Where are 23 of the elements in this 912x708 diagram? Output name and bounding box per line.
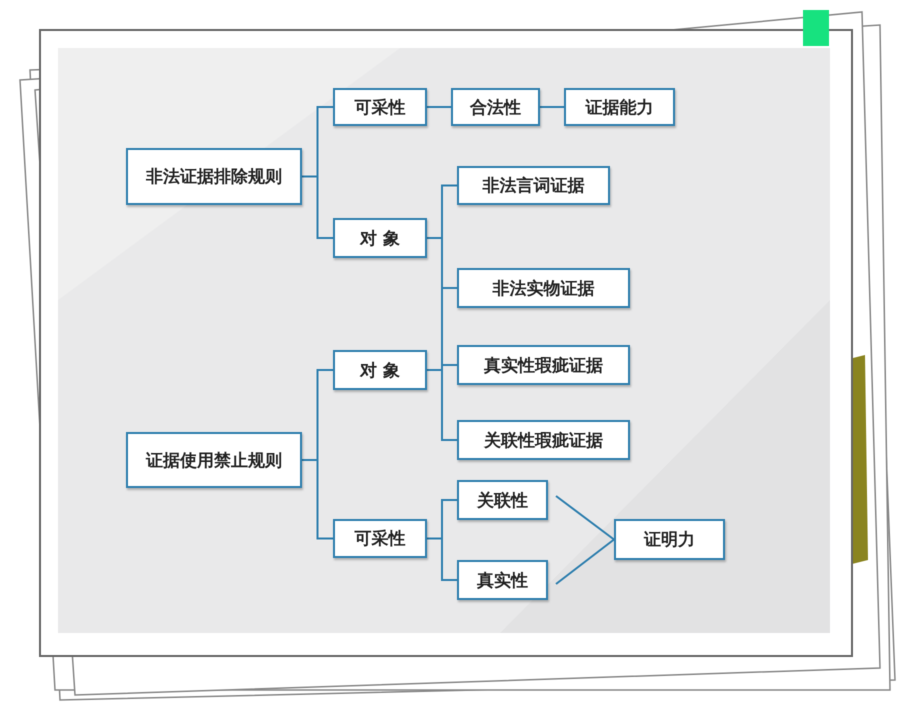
connector-line — [540, 106, 564, 108]
text-box: 证据使用禁止规则 — [126, 432, 302, 488]
connector-line — [427, 538, 457, 581]
text-box: 非法实物证据 — [457, 268, 630, 308]
text-box: 非法言词证据 — [457, 166, 610, 205]
text-box: 可采性 — [333, 519, 427, 558]
connector-line — [555, 538, 615, 585]
text-box: 合法性 — [451, 88, 540, 126]
text-box: 证明力 — [614, 519, 725, 560]
text-box: 关联性 — [457, 480, 548, 520]
text-box: 真实性瑕疵证据 — [457, 345, 630, 385]
text-box: 可采性 — [333, 88, 427, 126]
text-box: 对 象 — [333, 218, 427, 258]
text-box: 证据能力 — [564, 88, 675, 126]
text-box: 真实性 — [457, 560, 548, 600]
connector-line — [427, 369, 457, 441]
connector-line — [302, 176, 333, 239]
text-box: 非法证据排除规则 — [126, 148, 302, 205]
text-box: 对 象 — [333, 350, 427, 390]
connector-line — [555, 495, 615, 540]
text-box: 关联性瑕疵证据 — [457, 420, 630, 460]
connector-line — [302, 459, 333, 540]
connector-line — [427, 106, 451, 108]
